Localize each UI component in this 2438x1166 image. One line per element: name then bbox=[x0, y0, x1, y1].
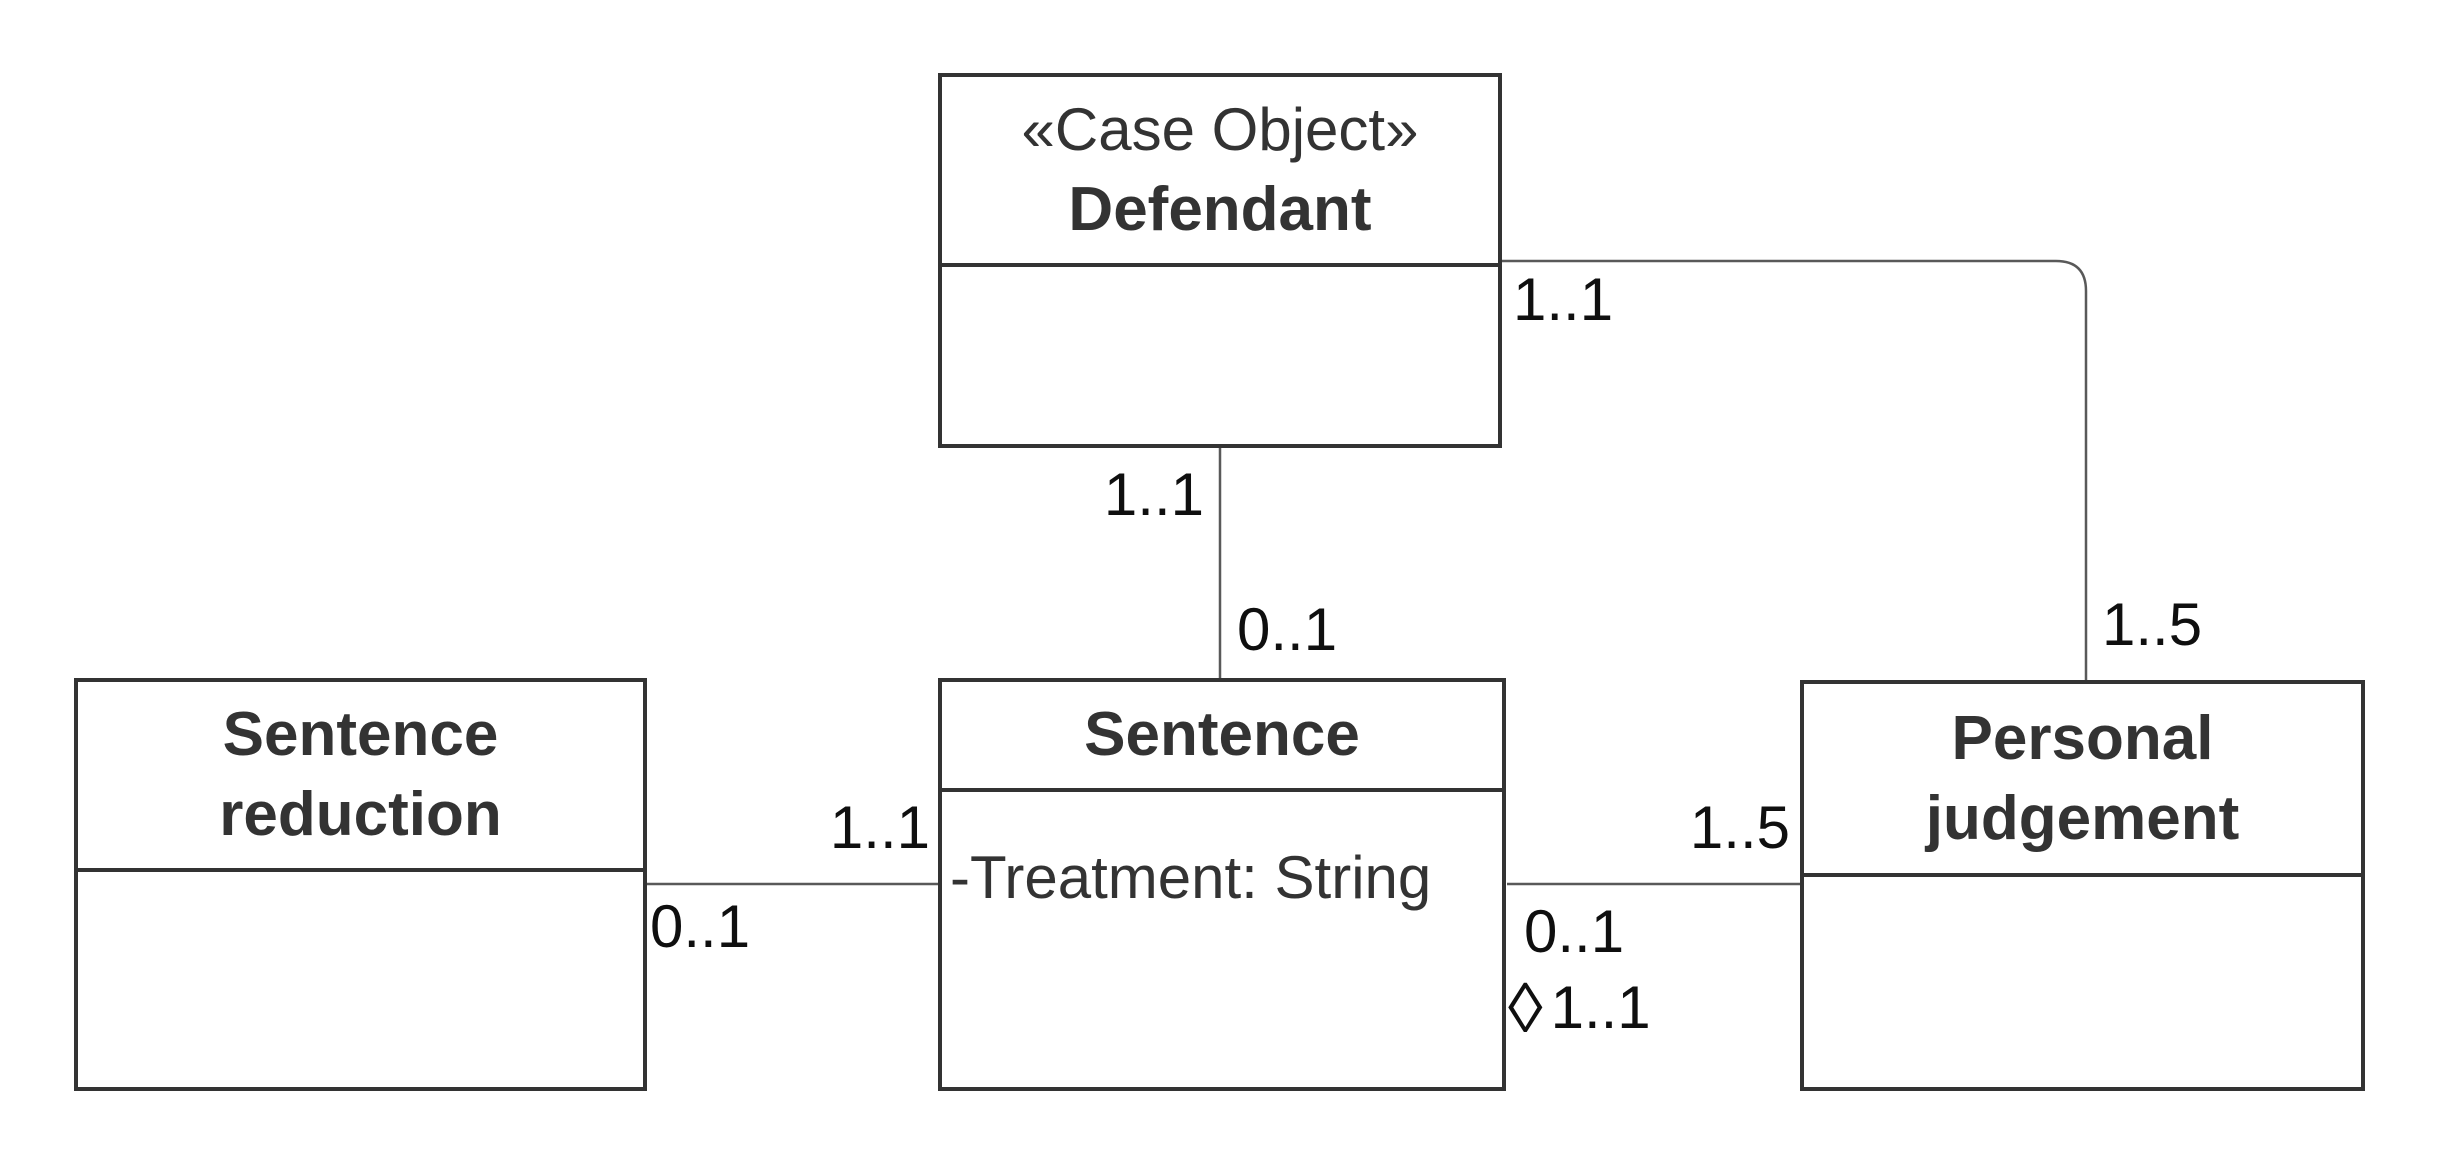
multiplicity-defendant-sentence-source: 1..1 bbox=[1103, 461, 1204, 528]
class-personal-judgement-name-line1: Personal bbox=[1951, 703, 2214, 773]
class-sentence-reduction-name-line2: reduction bbox=[219, 780, 502, 849]
class-defendant-name: Defendant bbox=[1068, 175, 1372, 244]
class-personal-judgement-name-line2: judgement bbox=[1925, 783, 2240, 853]
class-defendant[interactable]: «Case Object» Defendant bbox=[938, 73, 1502, 448]
aggregation-label-sentence-personal-judgement: ◊ 1..1 bbox=[1508, 972, 1651, 1044]
multiplicity-sentence-reduction-sentence-source: 0..1 bbox=[650, 893, 751, 960]
class-defendant-header: «Case Object» Defendant bbox=[942, 77, 1498, 267]
association-defendant-personal-judgement[interactable] bbox=[1502, 259, 2088, 680]
multiplicity-defendant-personal-judgement-target: 1..5 bbox=[2102, 591, 2203, 658]
multiplicity-sentence-personal-judgement-source: 0..1 bbox=[1524, 898, 1625, 965]
class-personal-judgement[interactable]: Personal judgement bbox=[1800, 680, 2365, 1091]
class-sentence-reduction-name-line1: Sentence bbox=[222, 700, 499, 769]
class-sentence-attribute-treatment: -Treatment: String bbox=[950, 844, 1432, 911]
class-personal-judgement-header: Personal judgement bbox=[1804, 684, 2361, 877]
multiplicity-sentence-reduction-sentence-target: 1..1 bbox=[829, 794, 930, 861]
class-defendant-attributes-compartment bbox=[942, 267, 1498, 444]
class-sentence-reduction-attributes-compartment bbox=[78, 872, 643, 1087]
multiplicity-sentence-personal-judgement-aggregation: 1..1 bbox=[1550, 974, 1651, 1041]
class-sentence-reduction-header: Sentence reduction bbox=[78, 682, 643, 872]
class-sentence[interactable]: Sentence -Treatment: String bbox=[938, 678, 1506, 1091]
class-defendant-stereotype: «Case Object» bbox=[1021, 96, 1419, 163]
class-personal-judgement-attributes-compartment bbox=[1804, 877, 2361, 1087]
aggregation-diamond-icon: ◊ bbox=[1508, 969, 1543, 1047]
class-sentence-reduction[interactable]: Sentence reduction bbox=[74, 678, 647, 1091]
class-sentence-attributes-compartment: -Treatment: String bbox=[942, 792, 1502, 1087]
class-sentence-header: Sentence bbox=[942, 682, 1502, 792]
multiplicity-defendant-sentence-target: 0..1 bbox=[1237, 596, 1338, 663]
class-sentence-name: Sentence bbox=[1084, 700, 1360, 769]
multiplicity-defendant-personal-judgement-source: 1..1 bbox=[1513, 266, 1614, 333]
multiplicity-sentence-personal-judgement-target: 1..5 bbox=[1689, 794, 1790, 861]
